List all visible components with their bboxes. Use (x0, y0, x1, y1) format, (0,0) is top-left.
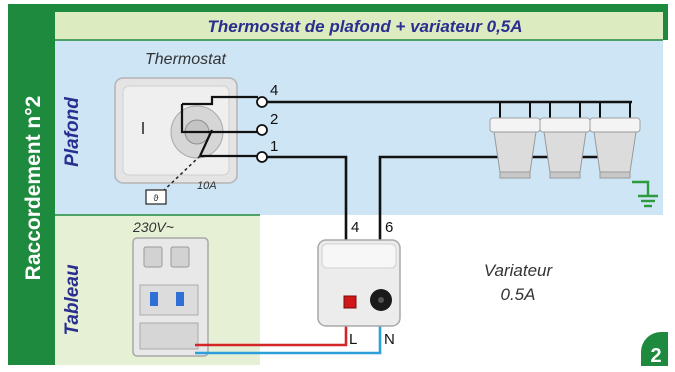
svg-text:2: 2 (270, 111, 278, 128)
sensor-icon: ϑ (145, 189, 167, 205)
thermostat-switch (180, 95, 258, 158)
ceiling-zone-label: Plafond (62, 97, 83, 167)
dimmer-terminal-6: 6 (385, 219, 393, 236)
panel-zone-label: Tableau (62, 264, 83, 335)
ceiling-heater-2 (539, 117, 591, 179)
diagram-title: Thermostat de plafond + variateur 0,5A (207, 17, 522, 36)
thermostat-device (114, 77, 238, 184)
thermostat-label: Thermostat (145, 51, 226, 68)
page-number: 2 (650, 345, 661, 367)
side-label: Raccordement n°2 (22, 96, 45, 281)
right-bar (663, 4, 668, 40)
svg-text:1: 1 (270, 138, 278, 155)
page-number-badge: 2 (641, 332, 668, 367)
header-band (55, 12, 663, 40)
dimmer-name: Variateur (484, 261, 554, 280)
line-label: L (349, 331, 357, 348)
svg-text:4: 4 (270, 82, 278, 99)
circuit-breaker (132, 237, 209, 357)
rating-label: 10A (197, 180, 217, 192)
ceiling-heater-1 (489, 117, 541, 179)
dimmer-rating: 0.5A (501, 285, 536, 304)
neutral-label: N (384, 331, 395, 348)
dimmer-terminal-4: 4 (351, 219, 359, 236)
ground-icon (632, 180, 658, 208)
side-bar (8, 12, 55, 365)
voltage-label: 230V~ (132, 219, 174, 235)
ceiling-heater-3 (589, 117, 641, 179)
svg-text:ϑ: ϑ (154, 193, 159, 203)
dimmer-device (317, 239, 401, 327)
top-bar (8, 4, 668, 12)
terminal-2: 2 (256, 111, 278, 136)
